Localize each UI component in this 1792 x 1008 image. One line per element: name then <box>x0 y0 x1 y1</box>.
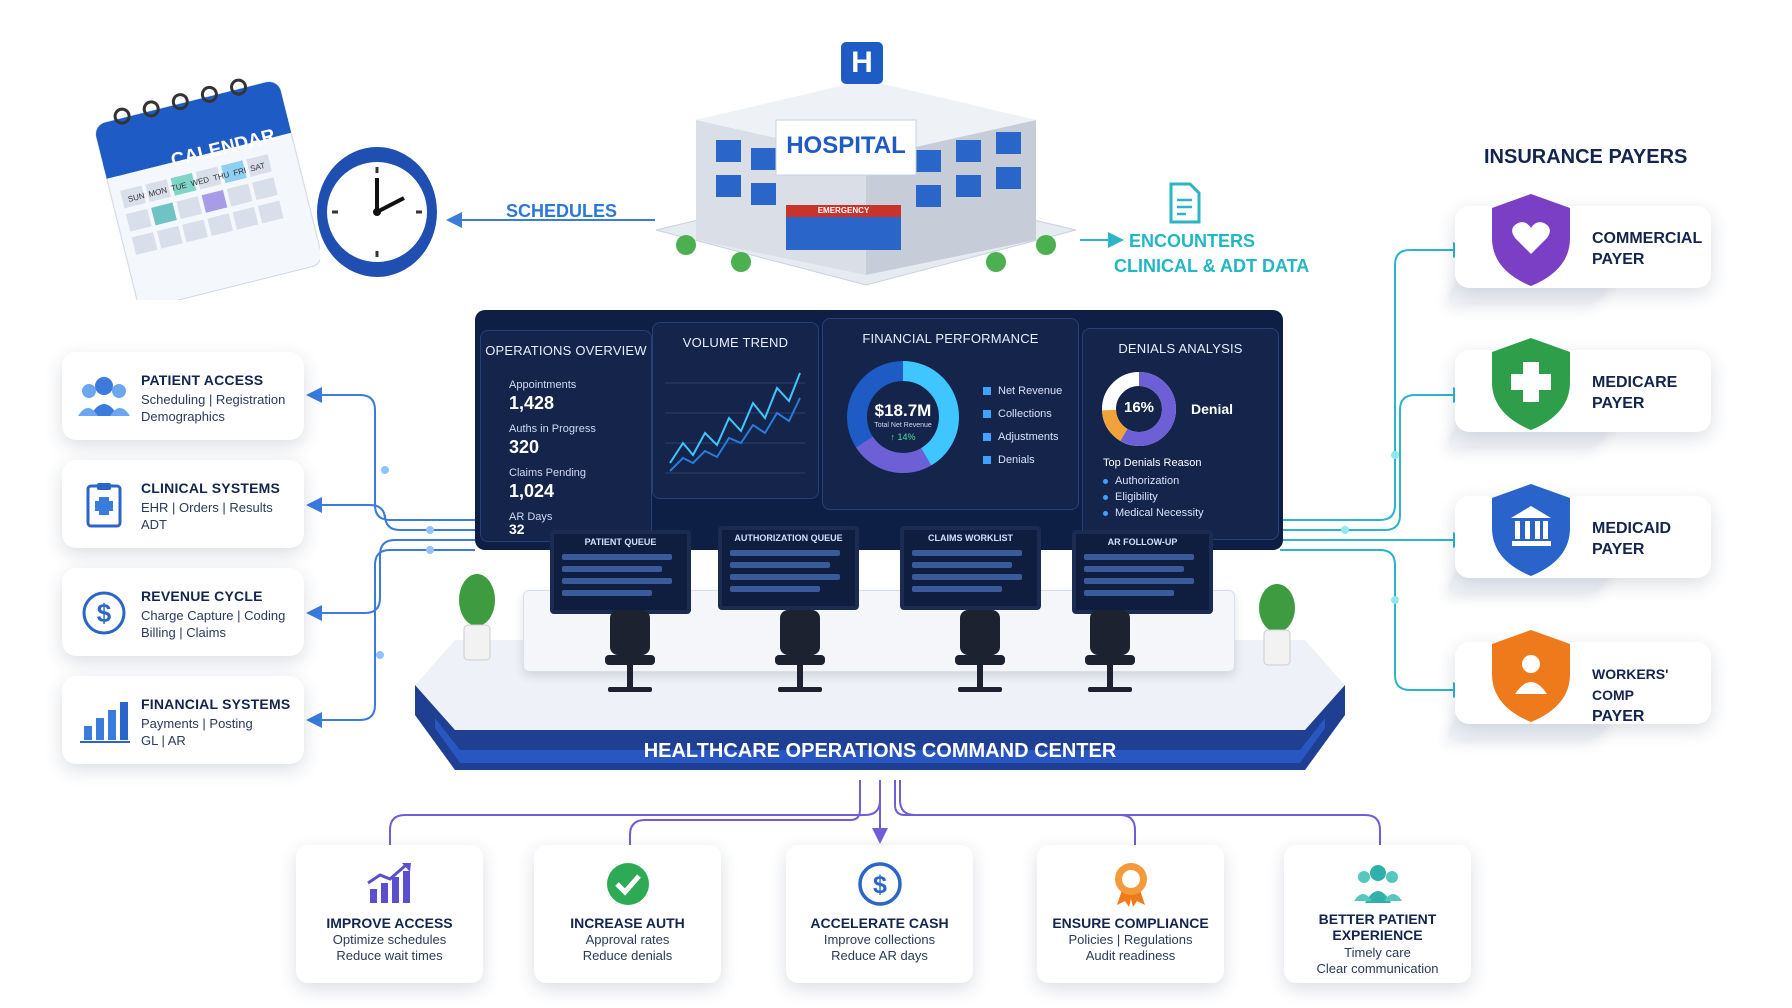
outcome-title: ENSURE COMPLIANCE <box>1052 915 1209 931</box>
kpi-value: 1,428 <box>509 393 555 413</box>
kpi-label: Auths in Progress <box>509 423 596 435</box>
group-icon <box>1354 865 1402 903</box>
schedules-label: SCHEDULES <box>506 201 618 221</box>
financial-performance-panel: FINANCIAL PERFORMANCE $18.7M Total Net R… <box>822 318 1079 510</box>
denials-side-label: Denial <box>1191 401 1234 417</box>
kpi-label: AR Days <box>509 511 553 523</box>
hospital-building: H HOSPITAL EMERGENCY <box>636 40 1096 290</box>
monitor-screen: AR FOLLOW-UP <box>1072 530 1213 614</box>
outcome-title: IMPROVE ACCESS <box>326 915 453 931</box>
legend-item: Adjustments <box>983 431 1059 443</box>
shield-person-icon <box>1492 630 1570 722</box>
dollar-circle-icon: $ <box>858 862 902 906</box>
card-title: PATIENT ACCESS <box>141 372 264 388</box>
panel-title: FINANCIAL PERFORMANCE <box>862 331 1039 346</box>
document-icon <box>1168 182 1202 224</box>
bar-chart-icon <box>80 702 130 743</box>
top-denials-title: Top Denials Reason <box>1103 457 1202 469</box>
volume-trend-sparkline <box>665 372 805 474</box>
shield-building-icon <box>1492 484 1570 576</box>
outcome-title: INCREASE AUTH <box>570 915 685 931</box>
dollar-icon: $ <box>82 591 126 635</box>
calendar-illustration: CALENDAR SUN MON TUE WED THU FRI SAT <box>90 60 322 308</box>
denial-reason: Eligibility <box>1103 491 1158 503</box>
donut-center-label: Total Net Revenue <box>874 422 932 429</box>
kpi-value: 1,024 <box>509 481 555 501</box>
award-ribbon-icon <box>1115 863 1147 907</box>
revenue-donut <box>847 361 959 473</box>
checkmark-icon <box>607 863 649 905</box>
plant-decoration <box>1259 584 1295 666</box>
clipboard-icon <box>86 483 122 528</box>
legend-item: Denials <box>983 454 1035 466</box>
office-chairs <box>605 610 1135 692</box>
card-title: FINANCIAL SYSTEMS <box>141 696 291 712</box>
donut-center-change: ↑ 14% <box>890 432 916 442</box>
kpi-label: Claims Pending <box>509 467 587 479</box>
monitor-screen: AUTHORIZATION QUEUE <box>718 526 859 610</box>
emergency-sign: EMERGENCY <box>817 206 870 215</box>
shield-heart-icon <box>1492 194 1570 286</box>
system-card-patient-access: PATIENT ACCESS Scheduling | Registration… <box>62 352 304 440</box>
denials-center-value: 16% <box>1123 399 1155 416</box>
legend-item: Collections <box>983 408 1052 420</box>
shield-cross-icon <box>1492 338 1570 430</box>
hospital-sign: HOSPITAL <box>786 132 906 159</box>
panel-title: VOLUME TREND <box>682 335 789 350</box>
people-icon <box>78 377 130 416</box>
insurance-payers-title: INSURANCE PAYERS <box>1484 146 1688 168</box>
outcome-card-ensure-compliance: ENSURE COMPLIANCE Policies | Regulations… <box>1037 845 1224 983</box>
plant-decoration <box>459 574 495 661</box>
denials-analysis-panel: DENIALS ANALYSIS 16% Denial Top Denials … <box>1082 328 1279 540</box>
monitor-screen: CLAIMS WORKLIST <box>900 526 1041 610</box>
card-title: CLINICAL SYSTEMS <box>141 480 281 496</box>
clinical-adt-label: CLINICAL & ADT DATA <box>1114 256 1310 276</box>
card-title: REVENUE CYCLE <box>141 588 263 604</box>
svg-text:$: $ <box>97 598 112 628</box>
operations-overview-panel: OPERATIONS OVERVIEW Appointments 1,428 A… <box>480 330 652 542</box>
kpi-value: 32 <box>509 521 525 537</box>
donut-center-value: $18.7M <box>874 401 932 420</box>
encounters-label: ENCOUNTERS <box>1129 231 1256 251</box>
clock-icon <box>312 140 442 280</box>
trend-bars-icon <box>367 863 411 903</box>
kpi-value: 320 <box>509 437 540 457</box>
kpi-label: Appointments <box>509 379 577 391</box>
hospital-letter: H <box>851 46 873 79</box>
denial-reason: Authorization <box>1103 475 1179 487</box>
legend-item: Net Revenue <box>983 385 1062 397</box>
panel-title: OPERATIONS OVERVIEW <box>485 343 647 358</box>
denials-donut <box>1102 372 1176 446</box>
volume-trend-panel: VOLUME TREND <box>652 322 819 499</box>
svg-text:$: $ <box>873 871 887 899</box>
outcome-title: ACCELERATE CASH <box>810 915 949 931</box>
denial-reason: Medical Necessity <box>1103 507 1204 519</box>
panel-title: DENIALS ANALYSIS <box>1118 341 1243 356</box>
monitor-screen: PATIENT QUEUE <box>550 530 691 614</box>
command-center-title: HEALTHCARE OPERATIONS COMMAND CENTER <box>643 740 1117 762</box>
